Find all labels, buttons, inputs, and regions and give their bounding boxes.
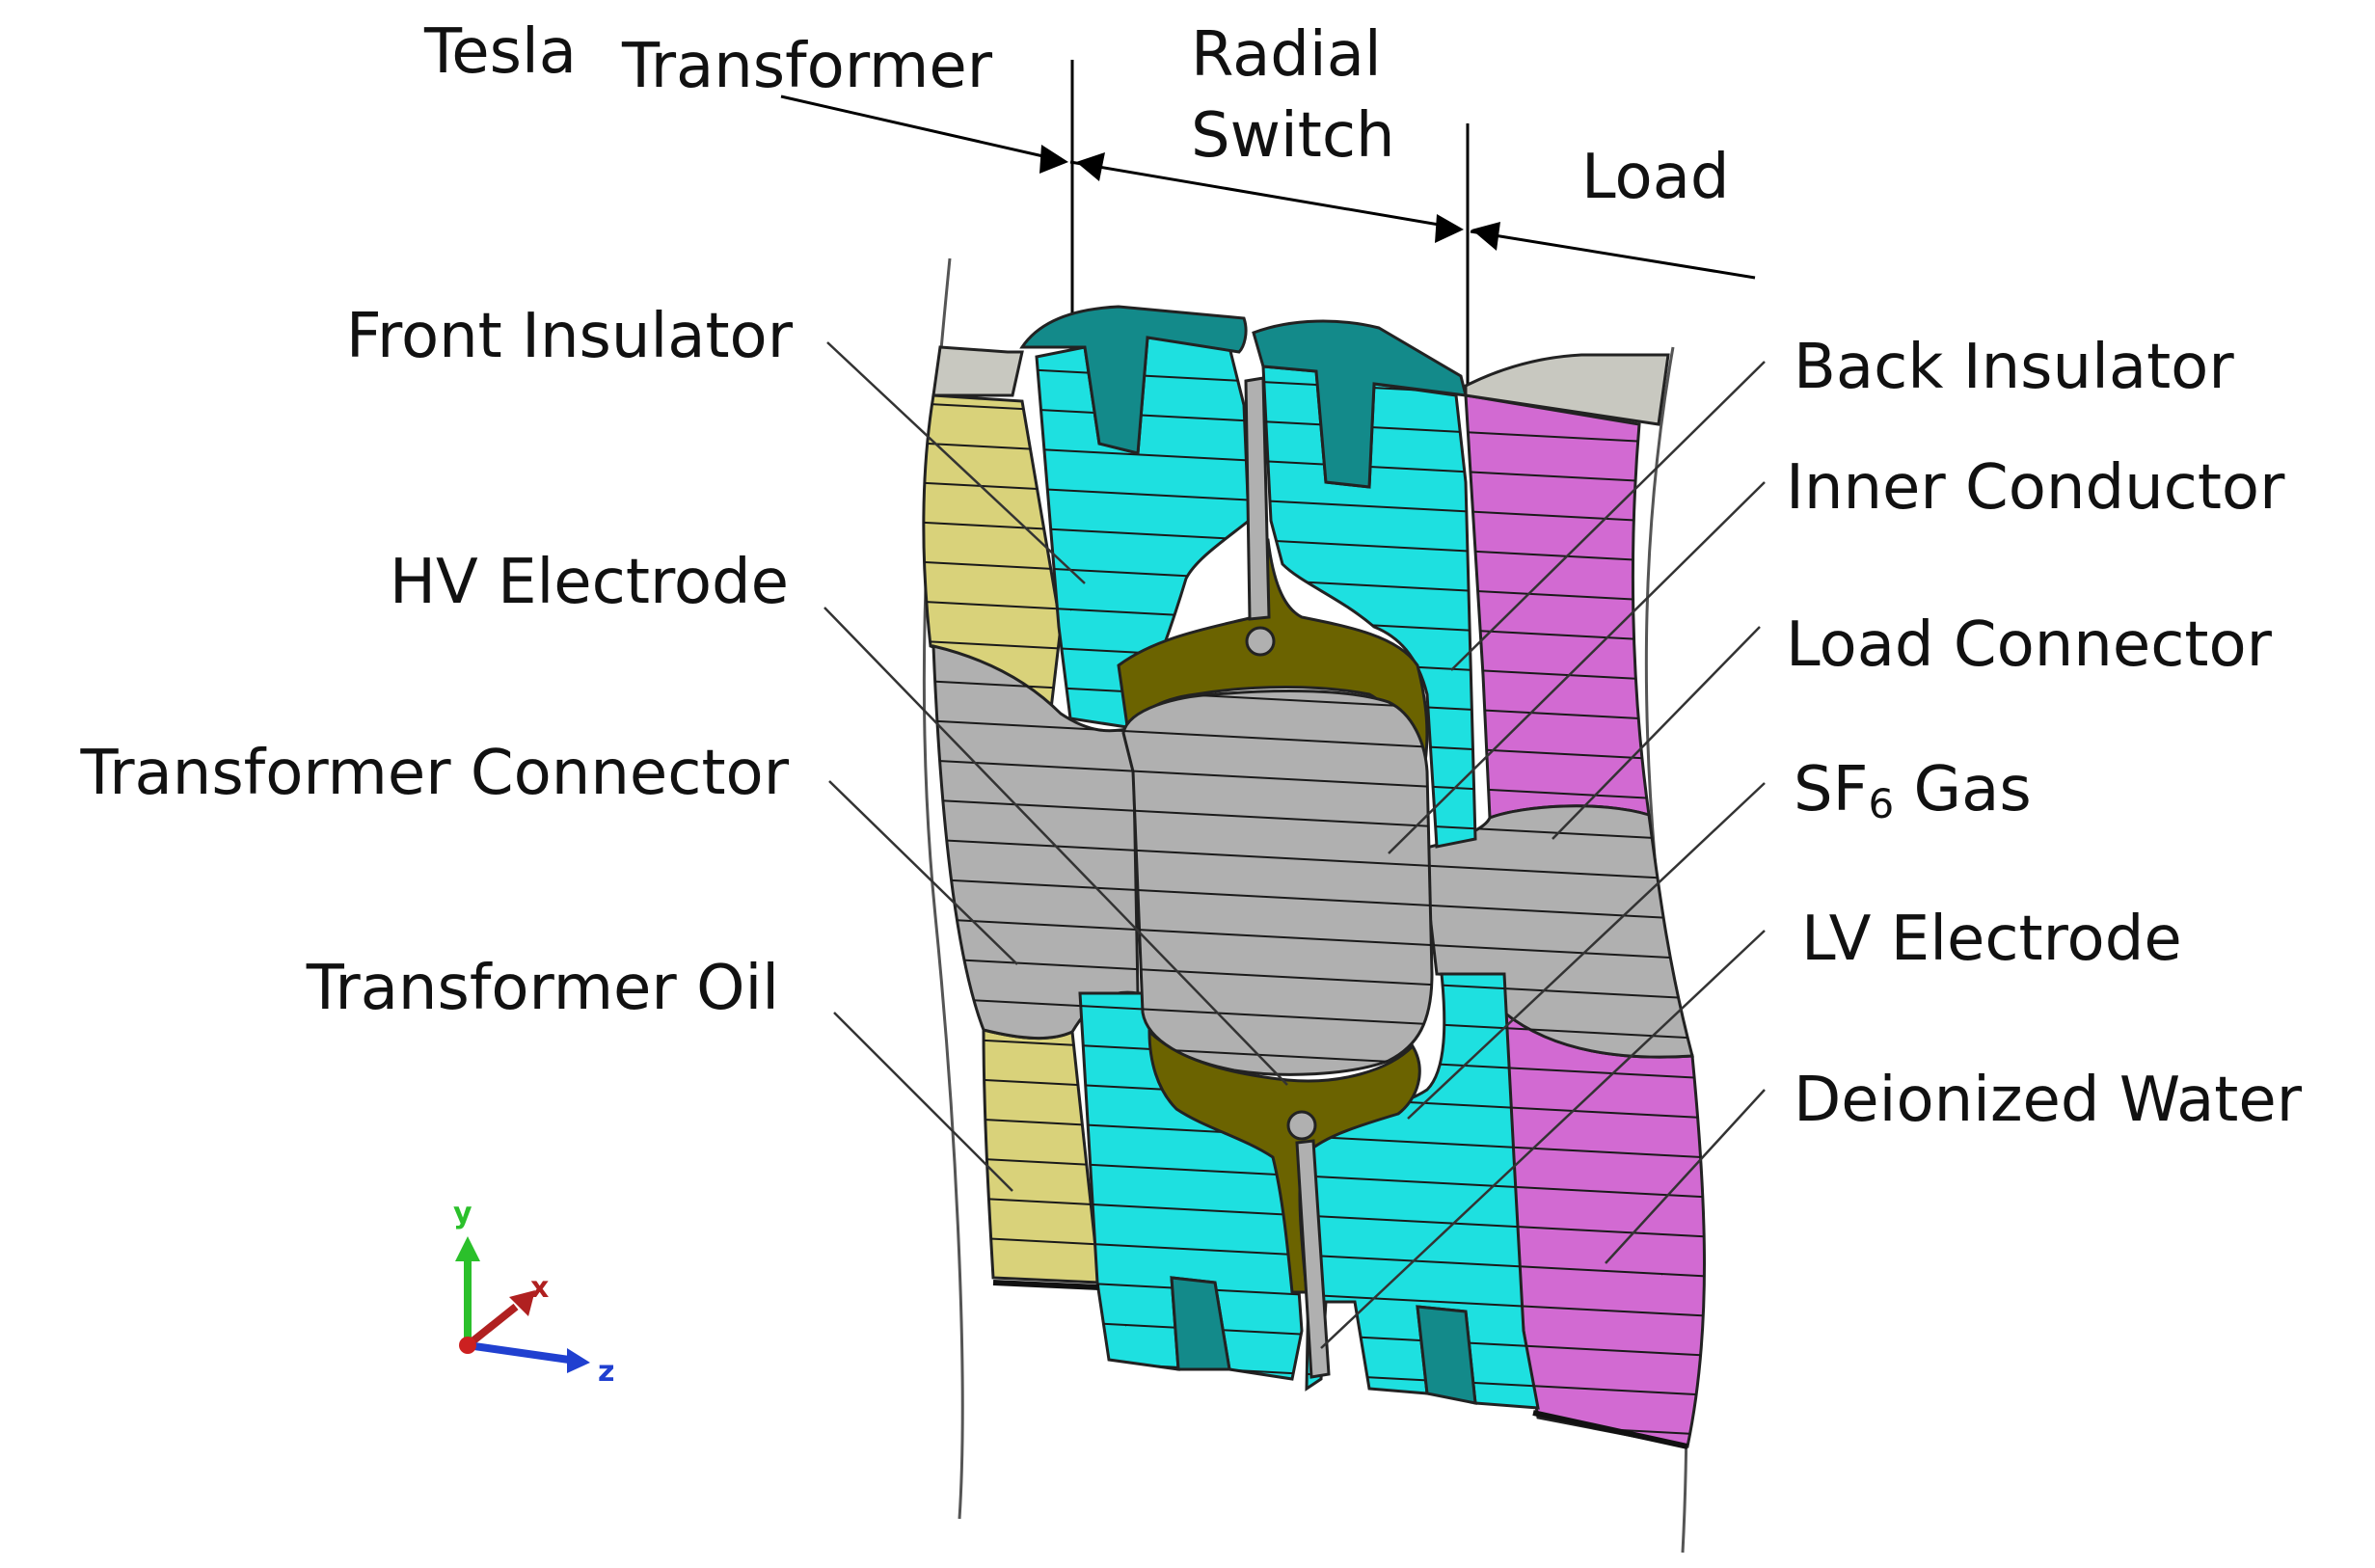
label-sf6-gas: SF6 Gas: [1794, 754, 2032, 827]
axis-label-z: z: [598, 1355, 614, 1389]
leader-load-connector: [1552, 626, 1761, 840]
leader-sf6-gas: [1407, 782, 1766, 1120]
section-label-load: Load: [1581, 142, 1730, 213]
section-label-switch: Switch: [1191, 100, 1395, 172]
dimension-lines: [780, 60, 1756, 395]
upper-electrode-tip: [1245, 626, 1276, 657]
label-deionized-water: Deionized Water: [1794, 1065, 2303, 1136]
y-axis-arrow-icon: [455, 1236, 480, 1261]
bottom-edge-left: [992, 1280, 1100, 1290]
right-top-cap: [1464, 353, 1670, 426]
lower-electrode-tip: [1286, 1110, 1317, 1141]
axis-triad: y x z: [453, 1197, 614, 1389]
axis-label-x: x: [530, 1271, 549, 1305]
lower-back-insulator-hatch: [1307, 974, 1538, 1408]
leader-deionized-water: [1605, 1089, 1766, 1264]
arrow-head-icon: [1076, 152, 1105, 181]
sf6-gas-subscript: 6: [1868, 780, 1894, 827]
section-label-radial: Radial: [1191, 19, 1382, 91]
label-transformer-connector: Transformer Connector: [80, 738, 790, 809]
dimension-arrows: [1039, 145, 1500, 251]
bottom-edge-right: [1532, 1410, 1688, 1449]
sf6-gas-suffix: Gas: [1894, 754, 2032, 825]
left-top-cap: [931, 345, 1024, 397]
label-load-connector: Load Connector: [1786, 609, 2273, 681]
axis-label-y: y: [453, 1197, 472, 1230]
leader-back-insulator: [1450, 361, 1766, 671]
z-axis-line: [467, 1341, 570, 1364]
lower-notch-left: [1170, 1276, 1231, 1371]
leader-front-insulator: [826, 341, 1086, 584]
arrow-head-icon: [1471, 222, 1500, 251]
transformer-oil-top-hatch: [923, 395, 1061, 709]
lower-trigger-pin: [1295, 1139, 1331, 1379]
label-lv-electrode: LV Electrode: [1801, 904, 2182, 975]
load-dimension-line: [1470, 230, 1756, 280]
upper-trigger-pin: [1244, 376, 1271, 621]
section-label-tesla: Tesla: [423, 16, 577, 88]
arrow-head-icon: [1435, 214, 1464, 243]
label-transformer-oil: Transformer Oil: [306, 953, 779, 1024]
inner-conductor-hatch: [1123, 690, 1432, 1075]
label-front-insulator: Front Insulator: [346, 301, 794, 372]
transformer-oil-bottom-hatch: [984, 1030, 1099, 1283]
leader-hv-electrode: [823, 607, 1288, 1086]
deionized-water-top-hatch: [1466, 395, 1649, 818]
sf6-gas-prefix: SF: [1794, 754, 1868, 825]
x-axis-line: [465, 1303, 519, 1349]
switch-dimension-line: [1069, 160, 1457, 230]
transformer-connector-hatch: [933, 646, 1138, 1039]
label-back-insulator: Back Insulator: [1794, 332, 2234, 403]
section-label-transformer: Transformer: [621, 31, 993, 102]
x-axis-arrow-icon: [509, 1290, 535, 1316]
label-hv-electrode: HV Electrode: [390, 547, 789, 618]
front-insulator-top-cap: [1019, 305, 1248, 455]
back-insulator-hatch: [1263, 366, 1475, 847]
leader-lines: [823, 341, 1766, 1349]
leader-transformer-connector: [828, 780, 1018, 965]
leader-transformer-oil: [833, 1012, 1013, 1192]
lower-notch-right: [1416, 1305, 1477, 1405]
lower-front-insulator-hatch: [1080, 993, 1302, 1379]
z-axis-arrow-icon: [567, 1348, 590, 1373]
leader-lv-electrode: [1320, 930, 1766, 1349]
leader-inner-conductor: [1388, 481, 1766, 854]
label-inner-conductor: Inner Conductor: [1786, 452, 2285, 524]
front-insulator-hatch: [1037, 338, 1249, 728]
back-insulator-top-cap: [1252, 319, 1468, 489]
deionized-water-bottom-hatch: [1504, 1013, 1705, 1446]
tesla-dimension-line: [780, 95, 1057, 161]
arrow-head-icon: [1039, 145, 1068, 174]
axis-origin-icon: [459, 1337, 476, 1354]
